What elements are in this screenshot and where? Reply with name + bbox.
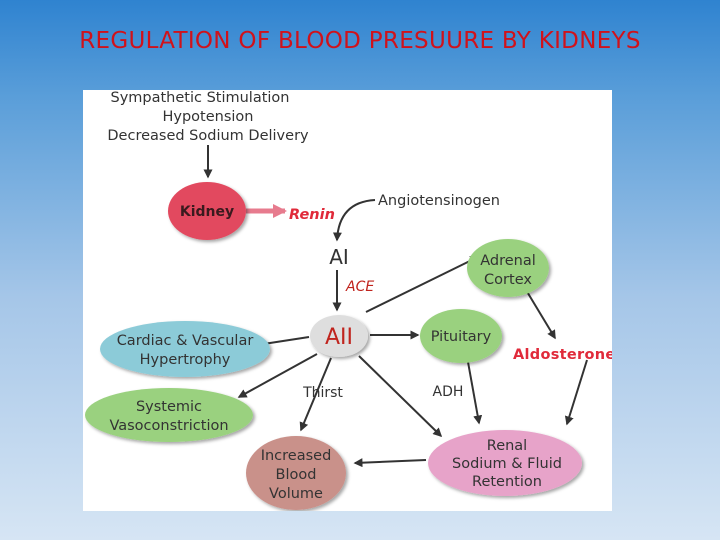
trigger-sympathetic: Sympathetic Stimulation [110, 90, 289, 106]
arrow-angiotensinogen-ai [332, 199, 376, 242]
systemic-vasoconstriction-node [85, 388, 253, 442]
thirst-label: Thirst [302, 385, 343, 401]
kidney-label: Kidney [180, 204, 234, 220]
renal-retention-line2: Sodium & Fluid [452, 456, 562, 472]
pituitary-node [420, 309, 502, 363]
arrow-adrenal-aldosterone [522, 284, 556, 340]
systemic-vasoconstriction-line2: Vasoconstriction [109, 418, 228, 434]
trigger-sodium-delivery: Decreased Sodium Delivery [107, 128, 309, 144]
blood-volume-line1: Increased [261, 448, 332, 464]
renal-retention-node [428, 430, 582, 496]
arrow-aii-adrenal [365, 256, 480, 313]
cardiac-hypertrophy-line1: Cardiac & Vascular [117, 333, 254, 349]
pituitary-label: Pituitary [431, 329, 492, 345]
blood-volume-line3: Volume [269, 486, 323, 502]
arrow-aii-renal [358, 355, 443, 438]
arrow-aldosterone-renal [564, 359, 588, 426]
blood-volume-line2: Blood [276, 467, 317, 483]
aii-label: AII [325, 325, 353, 350]
renal-retention-line3: Retention [472, 474, 542, 490]
arrow-aii-blood-volume [299, 357, 332, 432]
aldosterone-label: Aldosterone [513, 347, 612, 363]
renin-label: Renin [289, 207, 335, 223]
adh-label: ADH [433, 384, 464, 400]
trigger-hypotension: Hypotension [162, 109, 253, 125]
adrenal-cortex-line2: Cortex [484, 272, 532, 288]
systemic-vasoconstriction-line1: Systemic [136, 399, 202, 415]
adrenal-cortex-line1: Adrenal [480, 253, 536, 269]
renal-retention-line1: Renal [487, 438, 527, 454]
ace-label: ACE [345, 279, 374, 295]
adrenal-cortex-node [467, 239, 549, 297]
blood-volume-node [246, 436, 346, 510]
angiotensinogen-label: Angiotensinogen [378, 193, 500, 209]
arrow-renal-blood-volume [353, 458, 427, 468]
slide-title: REGULATION OF BLOOD PRESUURE BY KIDNEYS [79, 28, 641, 54]
cardiac-hypertrophy-line2: Hypertrophy [140, 352, 231, 368]
cardiac-hypertrophy-node [100, 321, 270, 377]
diagram-panel: Sympathetic Stimulation Hypotension Decr… [83, 90, 612, 511]
kidney-node [168, 182, 246, 240]
aii-node [310, 315, 368, 357]
arrow-pituitary-renal [467, 361, 483, 425]
flow-diagram: Sympathetic Stimulation Hypotension Decr… [85, 90, 612, 510]
ai-label: AI [329, 245, 349, 269]
arrow-aii-systemic [237, 353, 318, 398]
